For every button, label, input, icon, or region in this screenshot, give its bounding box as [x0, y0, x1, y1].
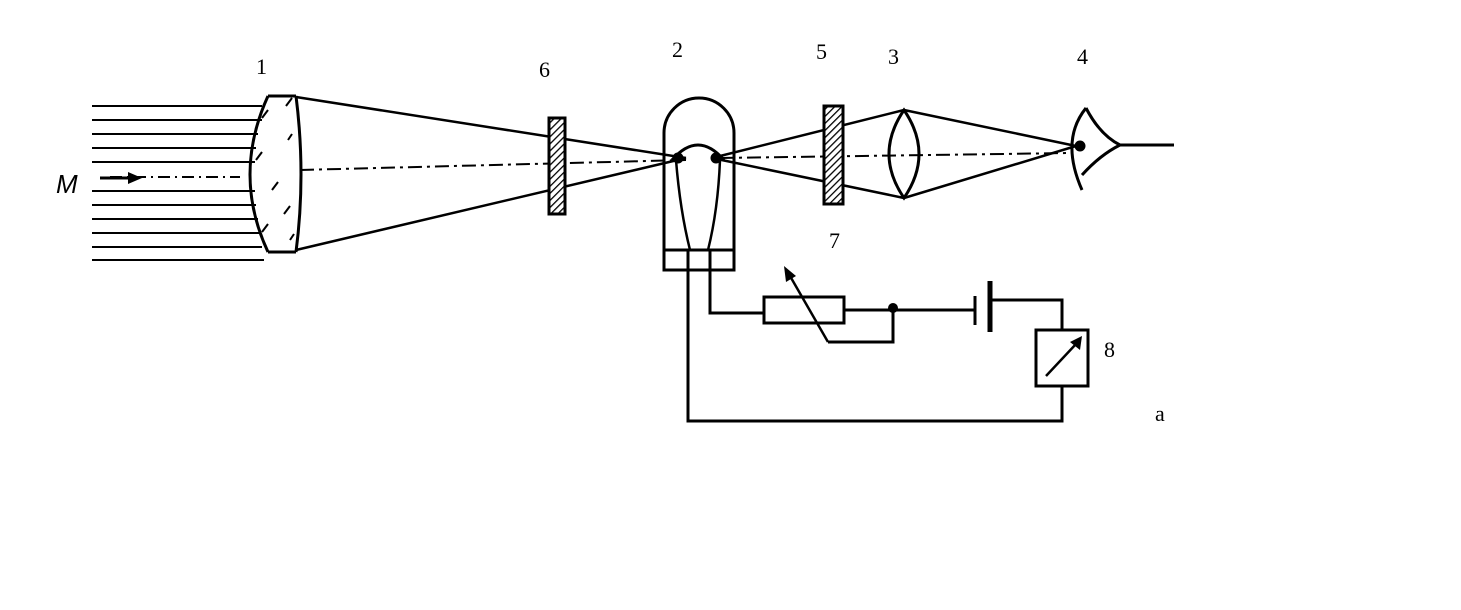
label-eye: 4 [1077, 44, 1088, 69]
diverging-beam [711, 108, 1071, 200]
filter-left [547, 116, 567, 216]
pyrometer-lamp [662, 96, 736, 272]
label-rheostat: 7 [829, 228, 840, 253]
label-objective: 1 [256, 54, 267, 79]
observer-eye [1070, 107, 1174, 191]
label-lamp: 2 [672, 37, 683, 62]
battery [973, 281, 993, 332]
rheostat [762, 266, 846, 343]
objective-lens [248, 94, 303, 254]
eyepiece-beam [903, 108, 1077, 200]
label-panel: а [1155, 401, 1165, 426]
label-filter-right: 5 [816, 39, 827, 64]
label-filter-left: 6 [539, 57, 550, 82]
label-eyepiece: 3 [888, 44, 899, 69]
converging-beam [295, 95, 687, 252]
lamp-circuit [686, 270, 1064, 423]
incoming-rays [92, 105, 264, 261]
circuit-junction [888, 303, 898, 313]
filter-right [822, 104, 845, 206]
eyepiece-lens [887, 107, 921, 201]
ammeter [1034, 328, 1090, 388]
label-m: M [56, 169, 78, 199]
label-ammeter: 8 [1104, 337, 1115, 362]
light-direction-arrow [100, 172, 142, 184]
